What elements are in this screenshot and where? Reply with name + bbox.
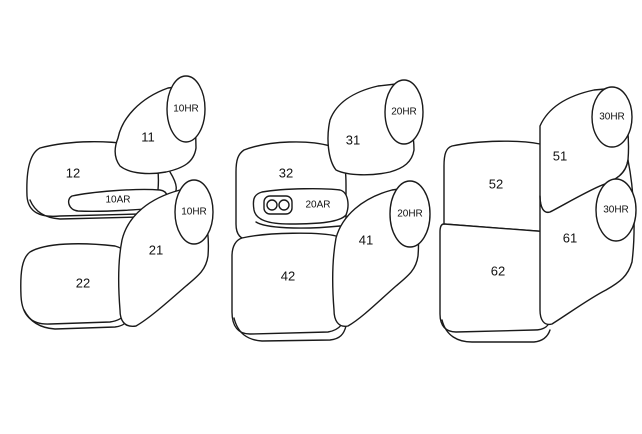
part-label-42: 42 — [281, 268, 295, 283]
part-label-22: 22 — [76, 275, 90, 290]
part-label-30HR-b: 30HR — [603, 205, 629, 216]
seat-set-second-row: 31 20HR 32 20AR 41 20HR 42 — [231, 79, 431, 342]
cup-holder-ring-right-icon — [278, 199, 290, 211]
cup-holder-ring-left-icon — [266, 199, 278, 211]
part-label-32: 32 — [279, 165, 293, 180]
part-label-11: 11 — [141, 129, 155, 144]
headrest-part-20HR-b — [389, 180, 431, 248]
seat-set-third-row: 51 30HR 52 61 30HR 62 — [439, 86, 637, 343]
part-label-31: 31 — [346, 132, 360, 147]
cup-holder-icon — [263, 195, 293, 215]
part-label-62: 62 — [491, 263, 505, 278]
part-label-10HR: 10HR — [173, 104, 199, 115]
part-label-51: 51 — [553, 148, 567, 163]
headrest-part-10HR — [166, 75, 206, 143]
seat-part-42-lip — [233, 317, 347, 342]
part-label-61: 61 — [563, 230, 577, 245]
part-label-12: 12 — [66, 165, 80, 180]
seat-part-12-lip — [29, 199, 141, 220]
seat-part-62-lip — [441, 319, 551, 343]
part-label-10AR: 10AR — [105, 195, 130, 206]
part-label-20AR: 20AR — [305, 200, 330, 211]
seat-part-42 — [231, 232, 347, 335]
part-label-41: 41 — [359, 232, 373, 247]
part-label-10HR-b: 10HR — [181, 207, 207, 218]
part-label-20HR-b: 20HR — [397, 209, 423, 220]
part-label-52: 52 — [489, 176, 503, 191]
headrest-part-20HR — [384, 79, 424, 145]
seat-set-first-row: 11 10HR 12 10AR 21 10HR 22 — [20, 75, 214, 330]
armrest-part-20AR-rim — [255, 221, 341, 229]
headrest-part-30HR — [591, 86, 633, 148]
headrest-part-30HR-b — [595, 178, 637, 242]
part-label-30HR: 30HR — [599, 112, 625, 123]
part-label-20HR: 20HR — [391, 107, 417, 118]
part-label-21: 21 — [149, 242, 163, 257]
headrest-part-10HR-b — [174, 179, 214, 245]
